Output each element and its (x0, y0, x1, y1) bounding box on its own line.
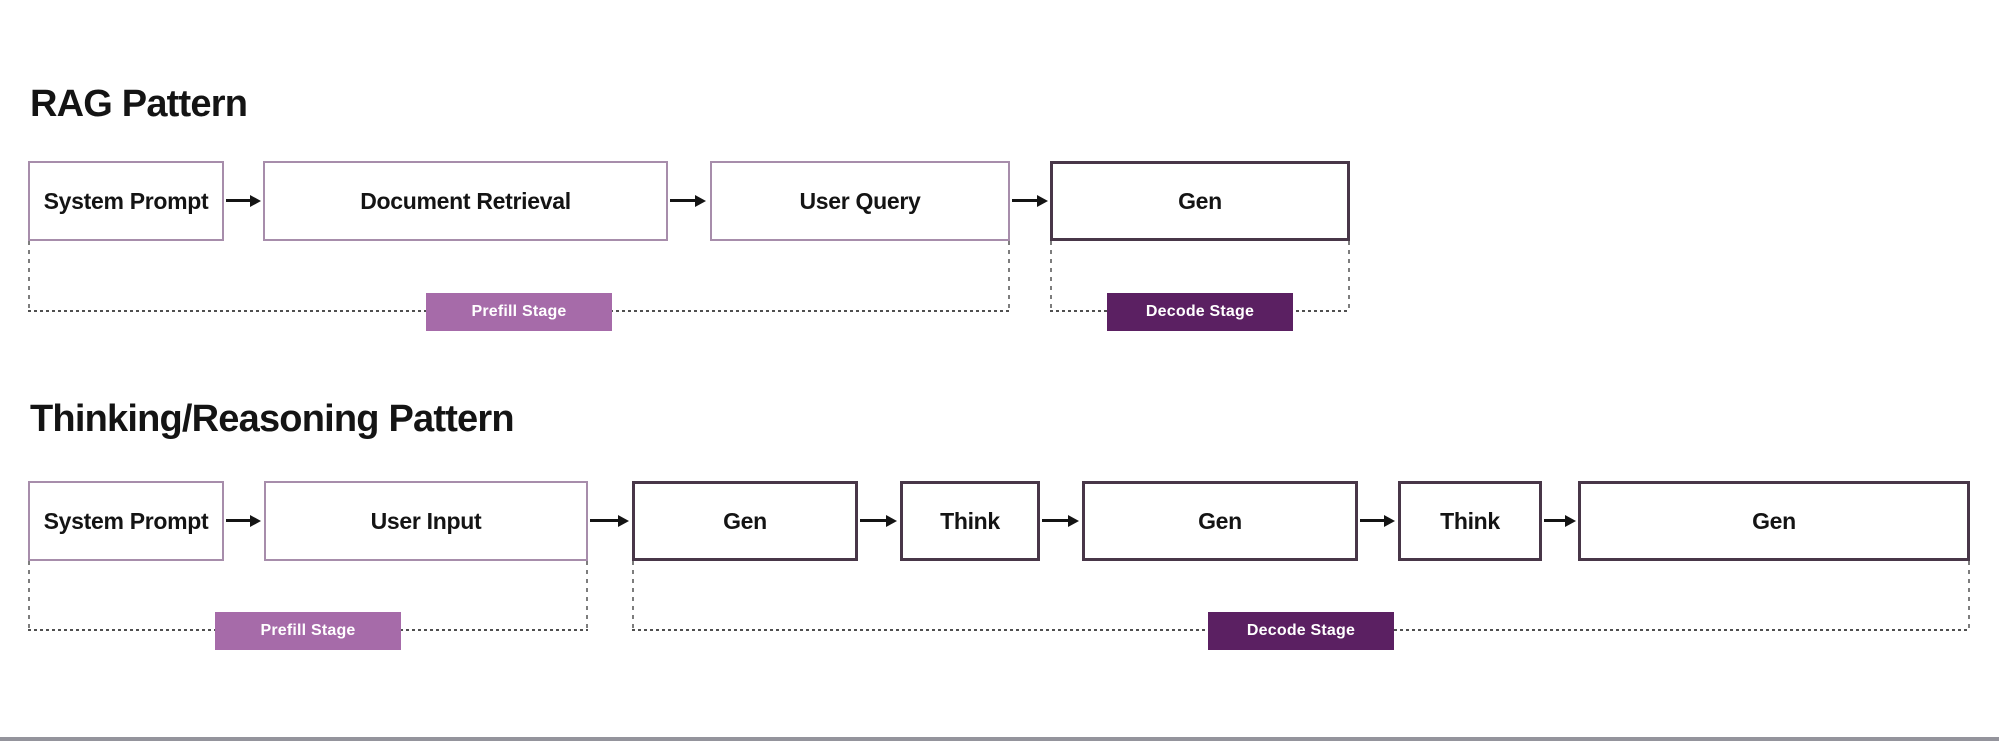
arrow-right-icon (860, 514, 897, 527)
prefill-stage-bracket: Prefill Stage (28, 561, 588, 650)
node-gen: Gen (632, 481, 858, 561)
node-system-prompt: System Prompt (28, 161, 224, 241)
decode-stage-bracket: Decode Stage (1050, 241, 1350, 331)
dashed-line (632, 561, 634, 631)
arrow-right-icon (1012, 194, 1048, 207)
dashed-line (1968, 561, 1970, 631)
arrow-right-icon (1042, 514, 1079, 527)
node-user-query: User Query (710, 161, 1010, 241)
dashed-line (28, 561, 30, 631)
node-system-prompt: System Prompt (28, 481, 224, 561)
decode-stage-bracket: Decode Stage (632, 561, 1970, 650)
node-think: Think (1398, 481, 1542, 561)
node-gen: Gen (1578, 481, 1970, 561)
dashed-line (1348, 241, 1350, 312)
node-gen: Gen (1050, 161, 1350, 241)
arrow-right-icon (670, 194, 706, 207)
node-think: Think (900, 481, 1040, 561)
rag-pattern-title: RAG Pattern (30, 83, 248, 125)
window-bottom-edge (0, 737, 1999, 741)
dashed-line (28, 241, 30, 312)
node-document-retrieval: Document Retrieval (263, 161, 668, 241)
arrow-right-icon (226, 194, 261, 207)
prefill-stage-badge: Prefill Stage (426, 293, 612, 331)
dashed-line (1050, 241, 1052, 312)
arrow-right-icon (226, 514, 261, 527)
node-gen: Gen (1082, 481, 1358, 561)
arrow-right-icon (1544, 514, 1576, 527)
dashed-line (1008, 241, 1010, 312)
arrow-right-icon (590, 514, 629, 527)
thinking-reasoning-pattern-title: Thinking/Reasoning Pattern (30, 398, 515, 440)
node-user-input: User Input (264, 481, 588, 561)
decode-stage-badge: Decode Stage (1107, 293, 1293, 331)
prefill-stage-bracket: Prefill Stage (28, 241, 1010, 331)
arrow-right-icon (1360, 514, 1395, 527)
dashed-line (586, 561, 588, 631)
prefill-stage-badge: Prefill Stage (215, 612, 401, 650)
decode-stage-badge: Decode Stage (1208, 612, 1394, 650)
